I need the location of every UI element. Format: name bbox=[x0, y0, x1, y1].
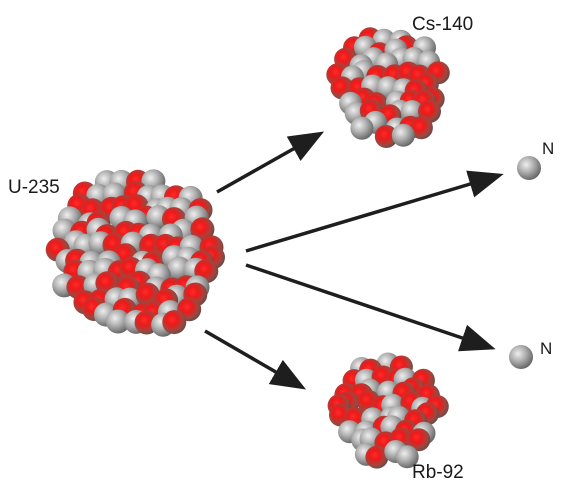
neutron-sphere bbox=[395, 445, 419, 469]
neutron-particle-upper bbox=[517, 156, 541, 180]
label-neutron-upper: N bbox=[542, 139, 554, 158]
proton-sphere bbox=[409, 116, 433, 140]
label-rb92: Rb-92 bbox=[412, 462, 464, 483]
proton-sphere bbox=[407, 428, 431, 452]
neutron-sphere bbox=[106, 309, 130, 334]
label-u235: U-235 bbox=[8, 177, 60, 198]
arrow-to-neutron-upper bbox=[245, 170, 504, 253]
rb92-nucleus bbox=[327, 352, 449, 469]
u235-nucleus bbox=[45, 169, 225, 337]
label-cs140: Cs-140 bbox=[412, 14, 473, 35]
proton-sphere bbox=[135, 282, 160, 307]
neutron-particle-lower bbox=[509, 345, 533, 369]
proton-sphere bbox=[365, 445, 389, 469]
label-neutron-lower: N bbox=[540, 339, 552, 358]
proton-sphere bbox=[190, 217, 215, 242]
neutron-sphere bbox=[391, 123, 415, 147]
cs140-nucleus bbox=[326, 27, 450, 148]
arrow-to-cs140 bbox=[216, 131, 325, 194]
proton-sphere bbox=[374, 125, 398, 148]
arrow-to-neutron-lower bbox=[245, 263, 496, 352]
neutron-sphere bbox=[350, 116, 374, 140]
proton-sphere bbox=[162, 310, 187, 335]
arrow-to-rb92 bbox=[204, 329, 307, 390]
